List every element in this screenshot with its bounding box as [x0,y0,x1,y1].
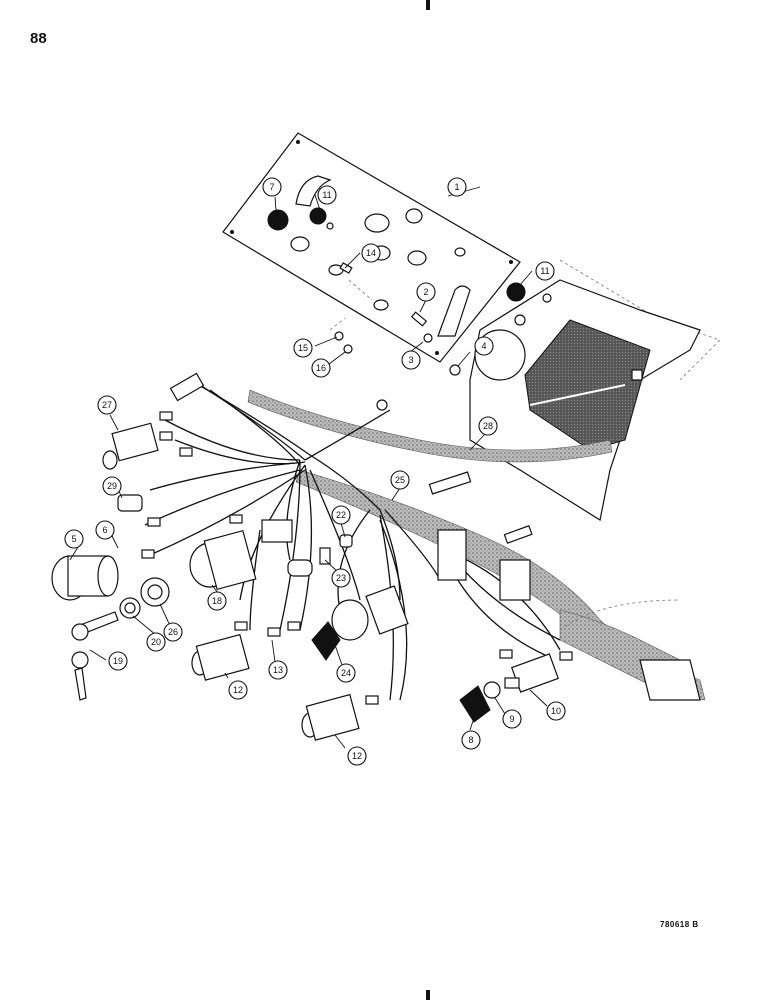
bottom-registration-mark [426,990,430,1000]
svg-text:4: 4 [481,341,486,351]
svg-text:14: 14 [366,248,376,258]
callout-22: 22 [331,505,351,525]
svg-text:7: 7 [269,182,274,192]
callout-20: 20 [146,632,166,652]
figure-code: 780618 B [660,920,699,929]
callout-6: 6 [95,520,115,540]
callout-29: 29 [102,476,122,496]
knob-8-nut-9 [459,681,501,723]
bulb-socket-22-23 [287,534,353,577]
top-registration-mark [426,0,430,10]
harness-tail [559,599,701,701]
svg-text:8: 8 [468,735,473,745]
svg-text:24: 24 [341,668,351,678]
svg-text:12: 12 [233,685,243,695]
svg-text:23: 23 [336,573,346,583]
svg-text:10: 10 [551,706,561,716]
callout-11-dash: 11 [535,261,555,281]
callout-10: 10 [546,701,566,721]
svg-text:1: 1 [454,182,459,192]
callout-14: 14 [361,243,381,263]
harness-connectors [141,372,573,705]
callout-9: 9 [502,709,522,729]
callout-23: 23 [331,568,351,588]
svg-text:3: 3 [408,355,413,365]
callout-26: 26 [163,622,183,642]
callout-5: 5 [64,529,84,549]
plate-fasteners [329,262,461,376]
circuit-breaker-27 [102,422,159,470]
svg-text:15: 15 [298,343,308,353]
callout-24: 24 [336,663,356,683]
callout-3: 3 [401,350,421,370]
callout-1: 1 [447,177,467,197]
page-number: 88 [30,30,47,47]
rotary-switch-18 [189,529,257,591]
callout-15: 15 [293,338,313,358]
callout-2: 2 [416,282,436,302]
fuse-29 [117,494,143,512]
callout-8: 8 [461,730,481,750]
svg-text:9: 9 [509,714,514,724]
callout-7: 7 [262,177,282,197]
svg-text:19: 19 [113,656,123,666]
callout-28: 28 [478,416,498,436]
svg-text:18: 18 [212,596,222,606]
gauge-12-lower [301,693,360,741]
callout-4: 4 [474,336,494,356]
gauge-12-upper [191,633,250,681]
svg-text:26: 26 [168,627,178,637]
svg-text:27: 27 [102,400,112,410]
dashboard-housing [469,259,721,521]
ignition-switch-5 [51,555,119,601]
svg-text:16: 16 [316,363,326,373]
callout-19: 19 [108,651,128,671]
callout-13: 13 [268,660,288,680]
key-19 [71,611,119,701]
callout-12-lower: 12 [347,746,367,766]
svg-text:12: 12 [352,751,362,761]
svg-text:25: 25 [395,475,405,485]
svg-text:6: 6 [102,525,107,535]
callout-27: 27 [97,395,117,415]
callout-11-plate: 11 [317,185,337,205]
callout-25: 25 [390,470,410,490]
callout-16: 16 [311,358,331,378]
svg-text:20: 20 [151,637,161,647]
svg-text:11: 11 [322,190,331,200]
svg-text:29: 29 [107,481,117,491]
svg-text:28: 28 [483,421,493,431]
svg-text:22: 22 [336,510,346,520]
switch-knob-24 [311,599,369,661]
svg-text:13: 13 [273,665,283,675]
svg-text:5: 5 [71,534,76,544]
svg-text:11: 11 [540,266,549,276]
nut-20-washer-26 [119,577,170,619]
toggle-switch-10 [504,653,560,693]
svg-text:2: 2 [423,287,428,297]
callout-18: 18 [207,591,227,611]
callout-12-upper: 12 [228,680,248,700]
